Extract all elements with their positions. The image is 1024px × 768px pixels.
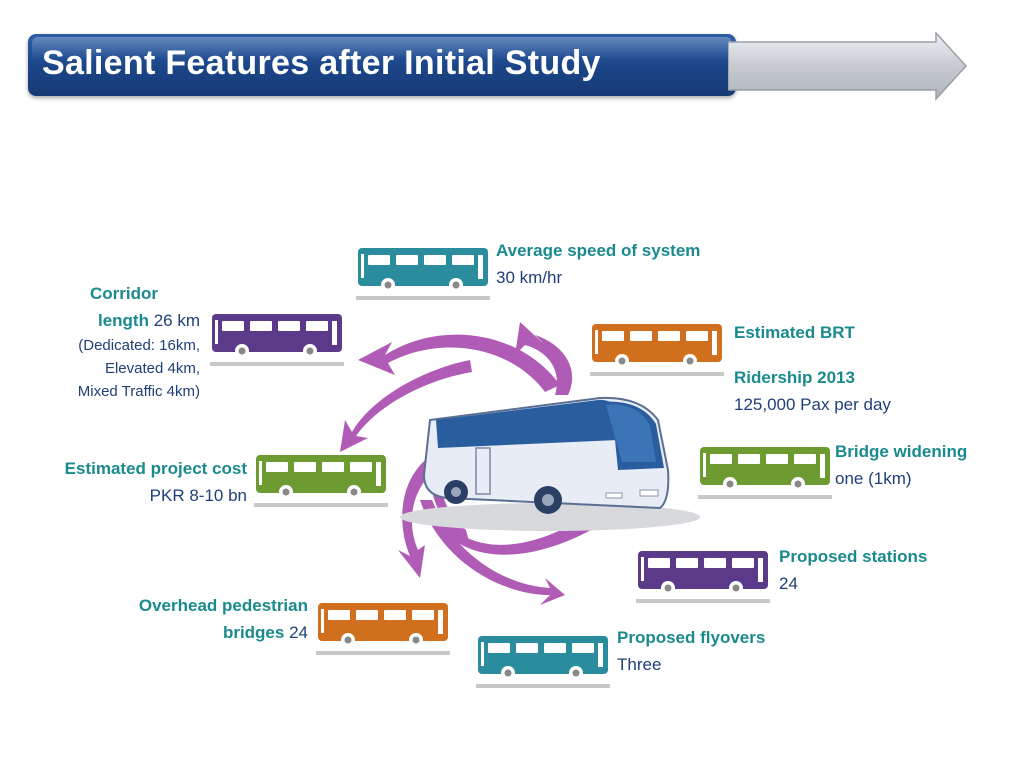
ridership-value: 125,000 Pax per day	[734, 395, 891, 414]
ridership-label-line2: Ridership 2013	[734, 368, 855, 387]
arrow-to-overhead	[398, 450, 448, 578]
arrow-to-flyovers	[432, 512, 600, 555]
title-arrow-icon	[728, 32, 968, 101]
overhead-value: 24	[289, 623, 308, 642]
arrow-to-corridor	[358, 334, 560, 392]
corridor-note-2: Elevated 4km,	[104, 360, 200, 377]
feature-flyovers: Proposed flyovers Three	[617, 624, 765, 678]
flyovers-value: Three	[617, 655, 662, 674]
stations-value: 24	[779, 574, 798, 593]
overhead-label-line2: bridges	[222, 623, 285, 642]
feature-ridership: Estimated BRT Ridership 2013 125,000 Pax…	[734, 319, 891, 418]
bus-green-right-icon	[698, 447, 832, 499]
speed-value: 30 km/hr	[496, 268, 563, 287]
feature-stations: Proposed stations 24	[779, 543, 927, 597]
feature-bridge: Bridge widening one (1km)	[835, 438, 967, 492]
stations-label: Proposed stations	[779, 547, 928, 566]
bridge-label: Bridge widening	[835, 442, 968, 461]
bus-green-left-icon	[254, 455, 388, 507]
bus-orange-right-icon	[590, 324, 724, 376]
flyovers-label: Proposed flyovers	[617, 628, 766, 647]
arrow-to-speed	[515, 322, 573, 395]
feature-speed: Average speed of system 30 km/hr	[496, 237, 700, 291]
corridor-note-3: Mixed Traffic 4km)	[77, 383, 200, 400]
bus-purple-left-icon	[210, 314, 344, 366]
central-bus-icon	[400, 396, 700, 531]
page-title: Salient Features after Initial Study	[42, 44, 601, 82]
feature-overhead: Overhead pedestrian bridges 24	[60, 592, 308, 646]
corridor-value: 26 km	[153, 311, 200, 330]
feature-corridor: Corridor length 26 km (Dedicated: 16km, …	[20, 280, 200, 403]
cost-value: PKR 8-10 bn	[149, 486, 247, 505]
corridor-note-1: (Dedicated: 16km,	[78, 337, 200, 354]
corridor-label-line2: length	[97, 311, 149, 330]
speed-label: Average speed of system	[496, 241, 701, 260]
bridge-value: one (1km)	[835, 469, 912, 488]
arrow-to-cost	[340, 360, 472, 452]
ridership-label-line1: Estimated BRT	[734, 323, 855, 342]
bus-purple-right-icon	[636, 551, 770, 603]
bus-teal-top-icon	[356, 248, 490, 300]
corridor-label-line1: Corridor	[90, 284, 158, 303]
bus-teal-bottom-icon	[476, 636, 610, 688]
feature-cost: Estimated project cost PKR 8-10 bn	[20, 455, 247, 509]
overhead-label-line1: Overhead pedestrian	[138, 596, 308, 615]
cost-label: Estimated project cost	[64, 459, 247, 478]
title-bar: Salient Features after Initial Study	[28, 34, 736, 96]
bus-orange-left-icon	[316, 603, 450, 655]
